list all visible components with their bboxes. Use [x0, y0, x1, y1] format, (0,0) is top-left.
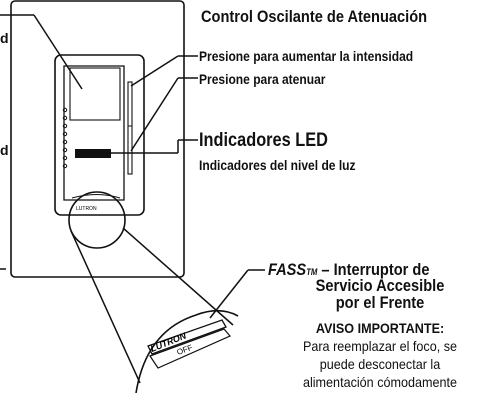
notice-line1: Para reemplazar el foco, se [302, 338, 458, 354]
fass-line2: Servicio Accesible [315, 276, 445, 295]
zoom-circle-small [68, 191, 126, 249]
notice-line3: alimentación cómodamente [302, 374, 458, 390]
fass-switch-small [71, 194, 121, 199]
led-dot [62, 123, 68, 129]
fass-line1: – Interruptor de [317, 260, 430, 279]
led-subtitle: Indicadores del nivel de luz [199, 157, 356, 173]
notice-line2: puede desconectar la [319, 356, 441, 372]
brighten-label: Presione para aumentar la intensidad [199, 48, 414, 64]
brand-small: LUTRON [76, 206, 97, 212]
led-dot [62, 147, 68, 153]
fass-tm: TM [306, 267, 318, 277]
led-dot [62, 163, 68, 169]
zoom-line-right [122, 227, 234, 326]
dimming-slider [127, 81, 133, 175]
wallplate [10, 0, 185, 278]
callout-brighten-a [130, 55, 179, 87]
dimmer-body [54, 54, 145, 216]
led-bar [75, 149, 111, 158]
fass-name: FASS [268, 260, 307, 279]
led-title: Indicadores LED [199, 130, 328, 151]
fass-heading: FASSTM – Interruptor de [268, 260, 429, 280]
led-indicators [62, 107, 68, 169]
dimmer-title: Control Oscilante de Atenuación [201, 7, 428, 26]
rocker-outline [63, 65, 125, 201]
notice-title: AVISO IMPORTANTE: [315, 320, 445, 336]
callout-fass-a [209, 269, 249, 319]
zoom-switch-front [147, 319, 227, 355]
led-dot [62, 107, 68, 113]
led-dot [62, 131, 68, 137]
left-cut-label-2: d [0, 142, 9, 158]
left-cut-label-1: d [0, 30, 9, 46]
led-dot [62, 139, 68, 145]
led-dot [62, 155, 68, 161]
fass-line3: por el Frente [335, 293, 425, 312]
dim-label: Presione para atenuar [199, 71, 326, 87]
led-dot [62, 115, 68, 121]
zoom-line-left [70, 230, 141, 384]
callout-left-1b [33, 14, 83, 90]
zoom-view [135, 309, 239, 393]
zoom-switch-lower [149, 328, 231, 369]
callout-dim-a [130, 77, 179, 152]
rocker-pad [69, 67, 121, 121]
